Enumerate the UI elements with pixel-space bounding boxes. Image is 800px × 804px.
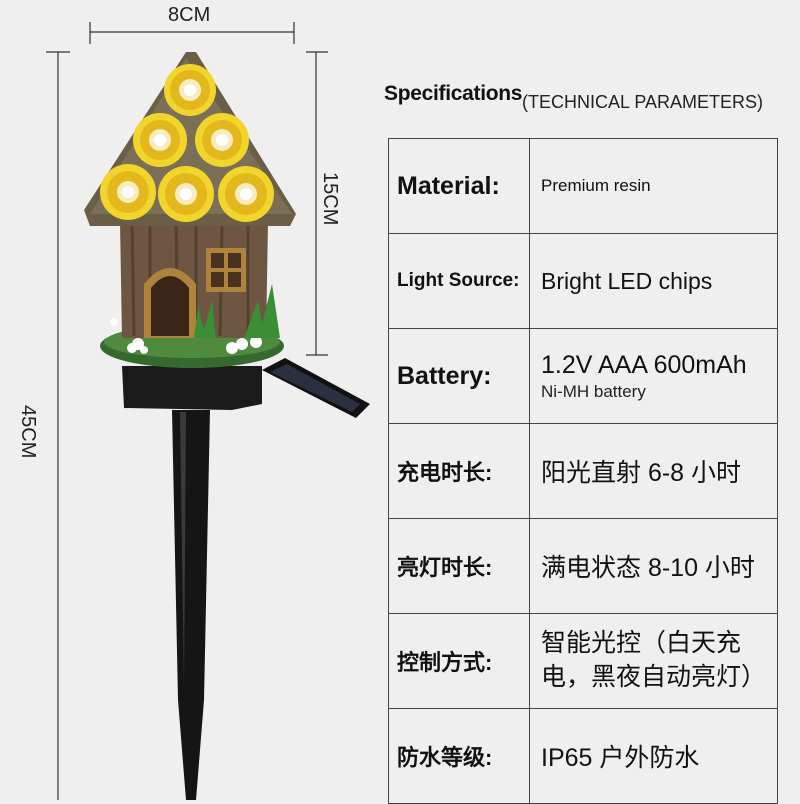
spec-label: 充电时长: [388, 423, 530, 519]
table-row: 控制方式: 智能光控（白天充电，黑夜自动亮灯） [388, 613, 778, 709]
spec-label: 亮灯时长: [388, 518, 530, 614]
roof-height-label: 15CM [319, 172, 341, 226]
table-row: 亮灯时长: 满电状态 8-10 小时 [388, 518, 778, 614]
table-row: 防水等级: IP65 户外防水 [388, 708, 778, 804]
table-row: Material: Premium resin [388, 138, 778, 234]
spec-value: 阳光直射 6-8 小时 [529, 423, 778, 519]
spec-label: Material: [388, 138, 530, 234]
spec-note: Ni-MH battery [541, 381, 646, 401]
total-height-label: 45CM [17, 405, 39, 459]
white-flowers [110, 318, 262, 354]
product-illustration [46, 22, 370, 800]
width-label: 8CM [168, 4, 211, 26]
grass-tufts [194, 284, 280, 338]
spec-value: 满电状态 8-10 小时 [529, 518, 778, 614]
spec-value: Premium resin [529, 138, 778, 234]
sunflowers [100, 64, 274, 222]
table-row: 充电时长: 阳光直射 6-8 小时 [388, 423, 778, 519]
ground-stake [172, 410, 210, 800]
spec-value-cell: 1.2V AAA 600mAh Ni-MH battery [529, 328, 778, 424]
spec-label: 防水等级: [388, 708, 530, 804]
spec-value: IP65 户外防水 [529, 708, 778, 804]
specs-table: Material: Premium resin Light Source: Br… [388, 138, 778, 804]
solar-panel [262, 358, 370, 418]
spec-value: Bright LED chips [529, 233, 778, 329]
spec-label: Light Source: [388, 233, 530, 329]
table-row: Light Source: Bright LED chips [388, 233, 778, 329]
spec-label: 控制方式: [388, 613, 530, 709]
specs-title: Specifications [384, 82, 523, 105]
dimension-lines [46, 22, 328, 800]
spec-label: Battery: [388, 328, 530, 424]
house-body [120, 222, 268, 338]
specs-subtitle: (TECHNICAL PARAMETERS) [522, 92, 764, 112]
spec-value: 智能光控（白天充电，黑夜自动亮灯） [529, 613, 778, 709]
table-row: Battery: 1.2V AAA 600mAh Ni-MH battery [388, 328, 778, 424]
spec-value: 1.2V AAA 600mAh [541, 350, 747, 379]
lamp-base [122, 366, 262, 410]
